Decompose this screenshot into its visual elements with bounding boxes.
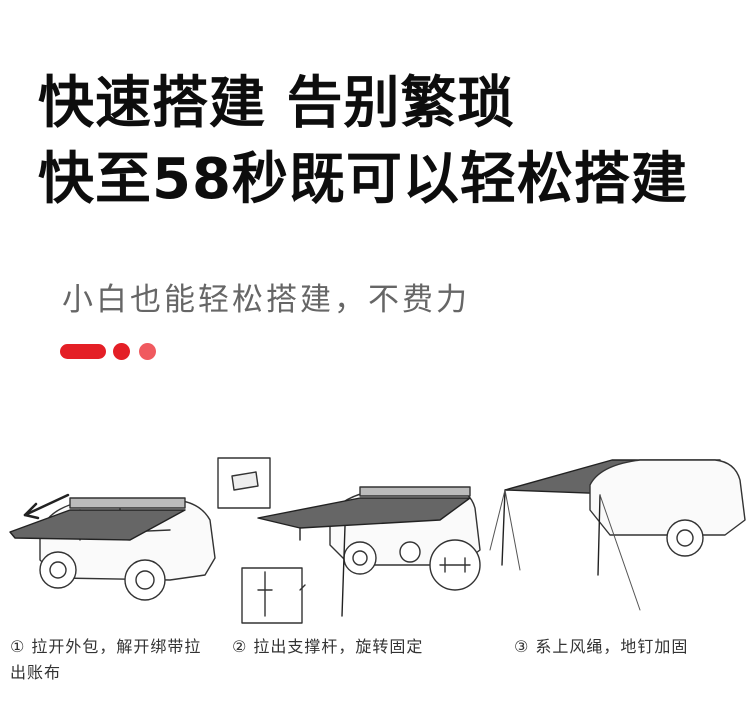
step-2-illustration (217, 457, 481, 624)
setup-illustrations (9, 457, 746, 624)
step-2-caption: ② 拉出支撑杆，旋转固定 (232, 637, 424, 656)
headline-line-2: 快至58秒既可以轻松搭建 (38, 147, 688, 212)
step-1-caption: ① 拉开外包，解开绑带拉出账布 (10, 637, 202, 682)
step-3-caption: ③ 系上风绳，地钉加固 (514, 637, 689, 656)
headline-line-1: 快速搭建 告别繁琐 (38, 71, 515, 136)
headline: 快速搭建 告别繁琐 快至58秒既可以轻松搭建 (38, 66, 688, 218)
accent-dot-light (139, 343, 156, 360)
step-3-illustration (489, 459, 746, 611)
subline: 小白也能轻松搭建，不费力 (62, 282, 470, 318)
accent-dot (113, 343, 130, 360)
step-1-illustration (9, 493, 216, 601)
accent-pill (60, 344, 106, 359)
